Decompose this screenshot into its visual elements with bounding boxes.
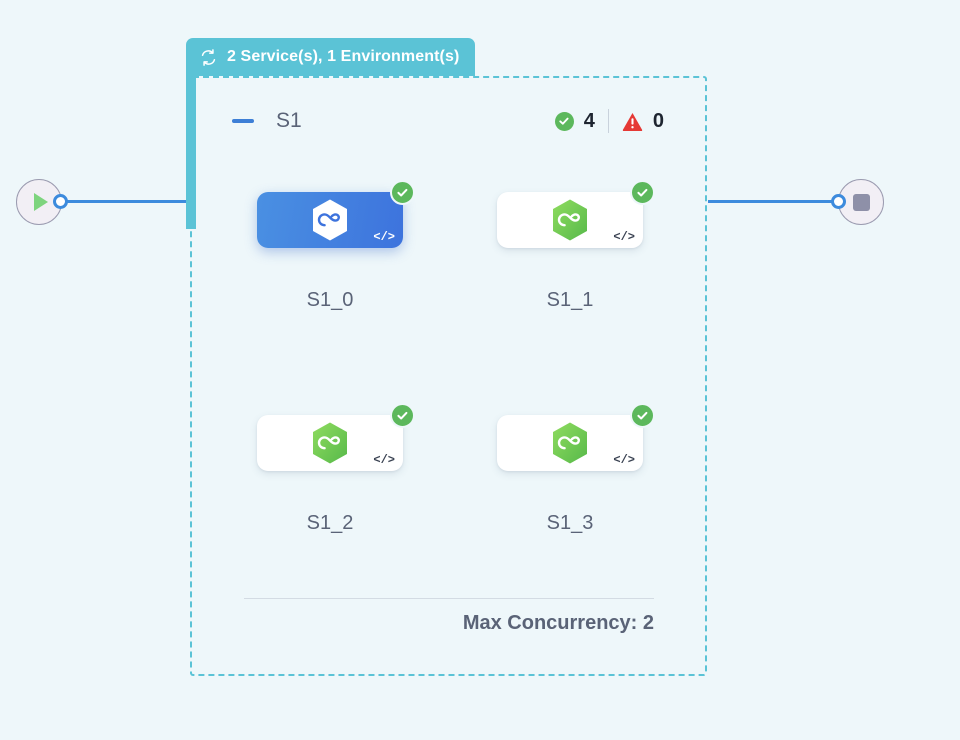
hexagon-loop-icon	[553, 199, 587, 241]
group-footer-divider	[244, 598, 654, 599]
minus-icon[interactable]	[232, 119, 254, 123]
code-icon: </>	[613, 230, 635, 244]
service-group-container[interactable]	[190, 76, 707, 676]
group-title-row: S1 4 0	[232, 105, 664, 137]
hexagon-loop-icon	[553, 422, 587, 464]
stop-icon	[852, 193, 870, 211]
service-node-s1-0[interactable]: </>	[257, 180, 415, 248]
service-node-s1-3[interactable]: </>	[497, 403, 655, 471]
service-node-label-s1-1: S1_1	[546, 289, 594, 311]
group-status: 4 0	[554, 109, 664, 133]
hexagon-loop-icon	[313, 199, 347, 241]
warning-count: 0	[652, 109, 664, 132]
group-header[interactable]: 2 Service(s), 1 Environment(s)	[186, 38, 476, 76]
max-concurrency-label: Max Concurrency: 2	[462, 612, 654, 634]
check-circle-icon	[554, 111, 574, 131]
edge-start-to-group[interactable]	[62, 200, 190, 203]
service-node-s1-2[interactable]: </>	[257, 403, 415, 471]
warning-triangle-icon	[622, 112, 643, 131]
code-icon: </>	[613, 453, 635, 467]
check-circle-icon	[390, 403, 415, 428]
end-node-input-port[interactable]	[831, 194, 846, 209]
group-name: S1	[276, 109, 302, 132]
loop-icon	[201, 48, 216, 66]
play-icon	[34, 193, 48, 211]
service-node-label-s1-0: S1_0	[306, 289, 354, 311]
start-node-output-port[interactable]	[53, 194, 68, 209]
status-divider	[607, 109, 609, 133]
code-icon: </>	[373, 230, 395, 244]
service-node-s1-1[interactable]: </>	[497, 180, 655, 248]
success-count: 4	[583, 109, 595, 132]
check-circle-icon	[390, 180, 415, 205]
service-node-label-s1-2: S1_2	[306, 512, 354, 534]
check-circle-icon	[630, 403, 655, 428]
code-icon: </>	[373, 453, 395, 467]
group-header-label: 2 Service(s), 1 Environment(s)	[227, 48, 460, 65]
service-node-label-s1-3: S1_3	[546, 512, 594, 534]
hexagon-loop-icon	[313, 422, 347, 464]
check-circle-icon	[630, 180, 655, 205]
edge-group-to-end[interactable]	[708, 200, 836, 203]
